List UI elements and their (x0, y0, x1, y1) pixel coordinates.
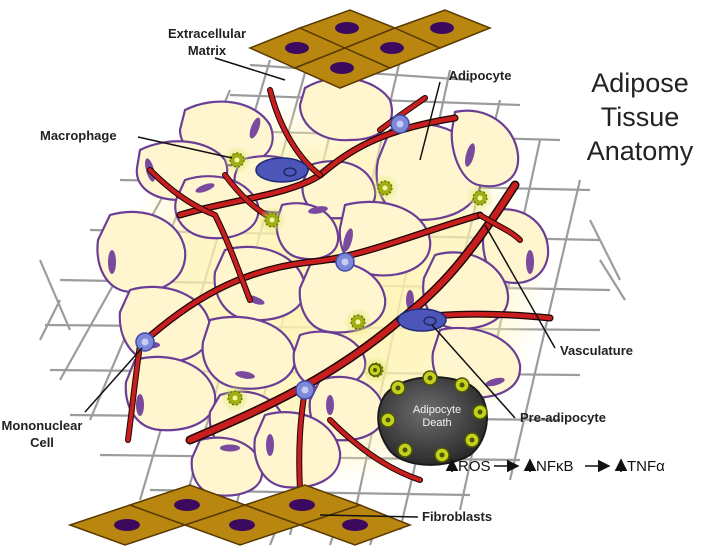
label-macrophage: Macrophage (40, 128, 117, 143)
pathway-nfkb: NFκB (536, 458, 574, 475)
adipocyte-death-label-line2: Death (422, 417, 451, 429)
label-mononuclear-line1: Mononuclear (2, 418, 83, 433)
macrophage-cell (223, 146, 251, 174)
macrophage-cell (221, 384, 249, 412)
pathway-ros: ROS (458, 458, 491, 475)
pathway-tnfa: TNFα (627, 458, 665, 475)
label-fibroblasts: Fibroblasts (422, 509, 492, 524)
title-line2: Tissue (601, 102, 680, 132)
label-adipocyte: Adipocyte (449, 68, 512, 83)
adipocyte-death-label-line1: Adipocyte (413, 404, 461, 416)
macrophage-cell (258, 206, 286, 234)
label-mononuclear-line2: Cell (30, 435, 54, 450)
inflammation-pathway: ROS NFκB TNFα (452, 458, 665, 475)
label-extracellular-matrix-line1: Extracellular (168, 26, 246, 41)
pre-adipocyte-cell (398, 309, 446, 331)
pre-adipocyte-cell (256, 158, 308, 182)
label-pre-adipocyte: Pre-adipocyte (520, 410, 606, 425)
macrophage-cell (344, 308, 372, 336)
macrophage-cell (371, 174, 399, 202)
macrophage-cell (466, 184, 494, 212)
label-vasculature: Vasculature (560, 343, 633, 358)
title-line3: Anatomy (587, 136, 694, 166)
label-extracellular-matrix-line2: Matrix (188, 43, 227, 58)
title-line1: Adipose (591, 68, 689, 98)
